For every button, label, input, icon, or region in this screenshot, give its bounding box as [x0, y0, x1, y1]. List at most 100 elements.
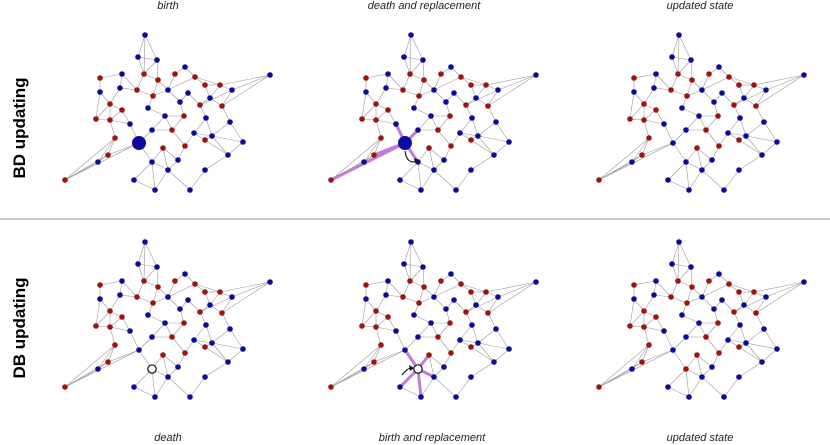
- row-divider: [0, 218, 830, 220]
- network-node: [737, 115, 743, 121]
- network-edge: [97, 344, 116, 370]
- network-edge: [671, 56, 679, 75]
- network-edge: [399, 179, 422, 191]
- network-edge: [330, 344, 382, 388]
- network-edge: [133, 179, 156, 191]
- network-edge: [643, 119, 665, 125]
- network-node: [711, 306, 717, 312]
- network-edge: [422, 266, 425, 288]
- network-node: [172, 278, 178, 284]
- network-edge: [137, 34, 146, 58]
- network-node: [107, 101, 113, 107]
- network-node: [653, 71, 659, 77]
- network-edge: [681, 314, 700, 324]
- network-edge: [728, 76, 755, 86]
- network-edge: [460, 76, 487, 86]
- network-edge: [385, 294, 404, 298]
- network-edge: [417, 147, 430, 163]
- empty-node: [147, 364, 157, 374]
- network-edge: [477, 121, 497, 137]
- network-edge: [477, 342, 510, 350]
- network-node: [136, 347, 142, 353]
- network-node: [182, 271, 188, 277]
- network-node: [651, 85, 657, 91]
- network-edge: [455, 169, 472, 191]
- network-edge: [219, 74, 271, 86]
- network-edge: [417, 115, 432, 131]
- network-node: [453, 187, 459, 193]
- network-edge: [417, 161, 422, 191]
- network-node: [495, 87, 501, 93]
- network-node: [506, 139, 512, 145]
- network-edge: [671, 56, 692, 61]
- network-edge: [655, 73, 672, 91]
- network-edge: [211, 342, 244, 350]
- network-node: [411, 312, 417, 318]
- network-node: [684, 93, 690, 99]
- network-node: [142, 239, 148, 245]
- network-edge: [330, 361, 375, 388]
- network-edge: [171, 322, 185, 338]
- network-edge: [129, 330, 140, 351]
- network-node: [359, 323, 365, 329]
- network-edge: [663, 330, 674, 351]
- network-node: [763, 294, 769, 300]
- network-graph: [62, 32, 273, 193]
- network-node: [131, 177, 137, 183]
- network-edge: [365, 280, 389, 286]
- network-edge: [437, 115, 451, 131]
- network-node: [431, 87, 437, 93]
- network-edge: [194, 283, 221, 293]
- network-node: [105, 359, 111, 365]
- network-graph: [328, 239, 539, 400]
- network-edge: [493, 348, 510, 363]
- network-node: [385, 278, 391, 284]
- network-edge: [221, 105, 231, 123]
- network-edge: [727, 132, 747, 137]
- network-node: [135, 261, 141, 267]
- network-node: [192, 74, 198, 80]
- network-edge: [64, 142, 140, 181]
- network-panel-bd-birth: [60, 30, 280, 220]
- network-node: [185, 90, 191, 96]
- network-node: [741, 95, 747, 101]
- network-edge: [685, 161, 703, 171]
- network-edge: [738, 139, 763, 156]
- network-node: [468, 137, 474, 143]
- network-graph: [596, 239, 807, 400]
- network-edge: [641, 142, 674, 156]
- network-edge: [154, 169, 169, 191]
- network-node: [699, 294, 705, 300]
- network-node: [165, 167, 171, 173]
- network-node: [441, 364, 447, 370]
- network-node: [95, 159, 101, 165]
- network-node: [145, 312, 151, 318]
- network-edge: [404, 336, 419, 351]
- network-node: [150, 93, 156, 99]
- network-edge: [403, 34, 412, 58]
- network-panel-db-death: [60, 237, 280, 427]
- network-edge: [485, 281, 537, 293]
- network-node: [641, 117, 647, 123]
- network-node: [448, 64, 454, 70]
- network-node: [670, 347, 676, 353]
- network-node: [154, 264, 160, 270]
- network-edge: [721, 299, 735, 313]
- network-edge: [143, 241, 146, 282]
- network-node: [669, 261, 675, 267]
- network-edge: [375, 87, 387, 105]
- network-edge: [361, 310, 377, 327]
- network-node: [197, 102, 203, 108]
- network-node: [203, 115, 209, 121]
- network-node: [670, 140, 676, 146]
- network-node: [435, 127, 441, 133]
- network-node: [371, 152, 377, 158]
- network-edge: [231, 74, 271, 91]
- network-node: [165, 87, 171, 93]
- network-edge: [696, 354, 703, 378]
- network-node: [373, 117, 379, 123]
- network-edge: [671, 263, 692, 268]
- network-node: [267, 72, 273, 78]
- network-edge: [428, 354, 445, 368]
- network-panel-bd-updated: [594, 30, 814, 220]
